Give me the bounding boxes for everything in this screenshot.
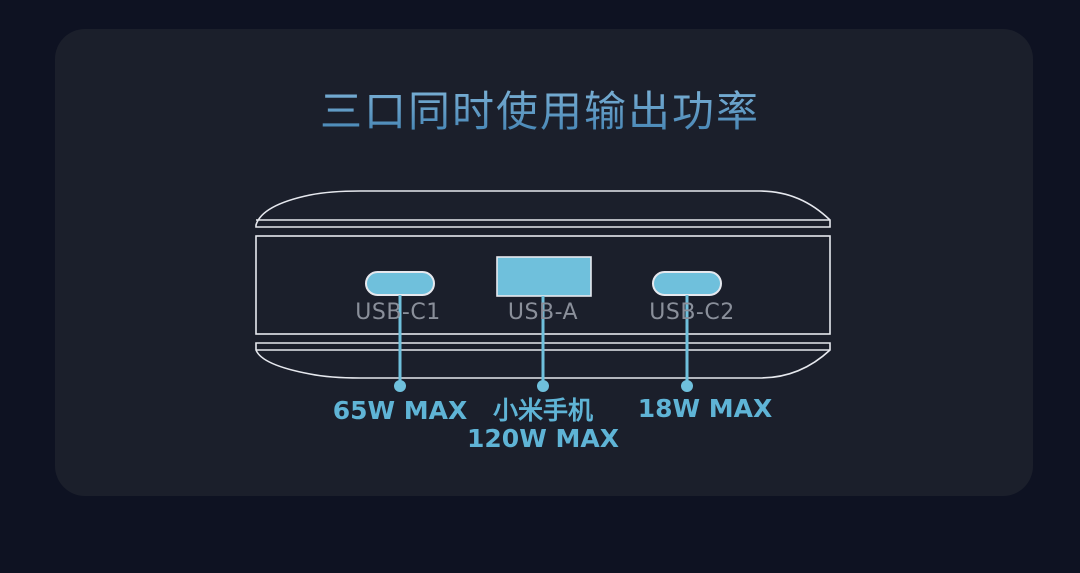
usb-c2-port (652, 271, 722, 296)
usb-a-power-device: 小米手机 (492, 396, 593, 425)
usb-c1-power: 65W MAX (300, 397, 500, 425)
usb-c2-power: 18W MAX (605, 395, 805, 423)
usb-a-power-line: 120W MAX (467, 424, 619, 453)
device-bottom-cap (255, 342, 831, 379)
usb-c2-power-line: 18W MAX (637, 394, 773, 423)
usb-c1-power-line: 65W MAX (332, 396, 468, 425)
usb-c2-label: USB-C2 (649, 300, 735, 325)
usb-a-label: USB-A (507, 300, 579, 325)
usb-c1-label: USB-C1 (355, 300, 441, 325)
usb-c2-leader-dot (681, 380, 693, 392)
usb-c1-leader-dot (394, 380, 406, 392)
usb-a-power: 小米手机 120W MAX (443, 397, 643, 453)
page-title: 三口同时使用输出功率 (0, 84, 1080, 140)
usb-a-leader-dot (537, 380, 549, 392)
usb-c1-port (365, 271, 435, 296)
usb-a-port (496, 256, 592, 297)
device-top-cap (255, 190, 831, 228)
